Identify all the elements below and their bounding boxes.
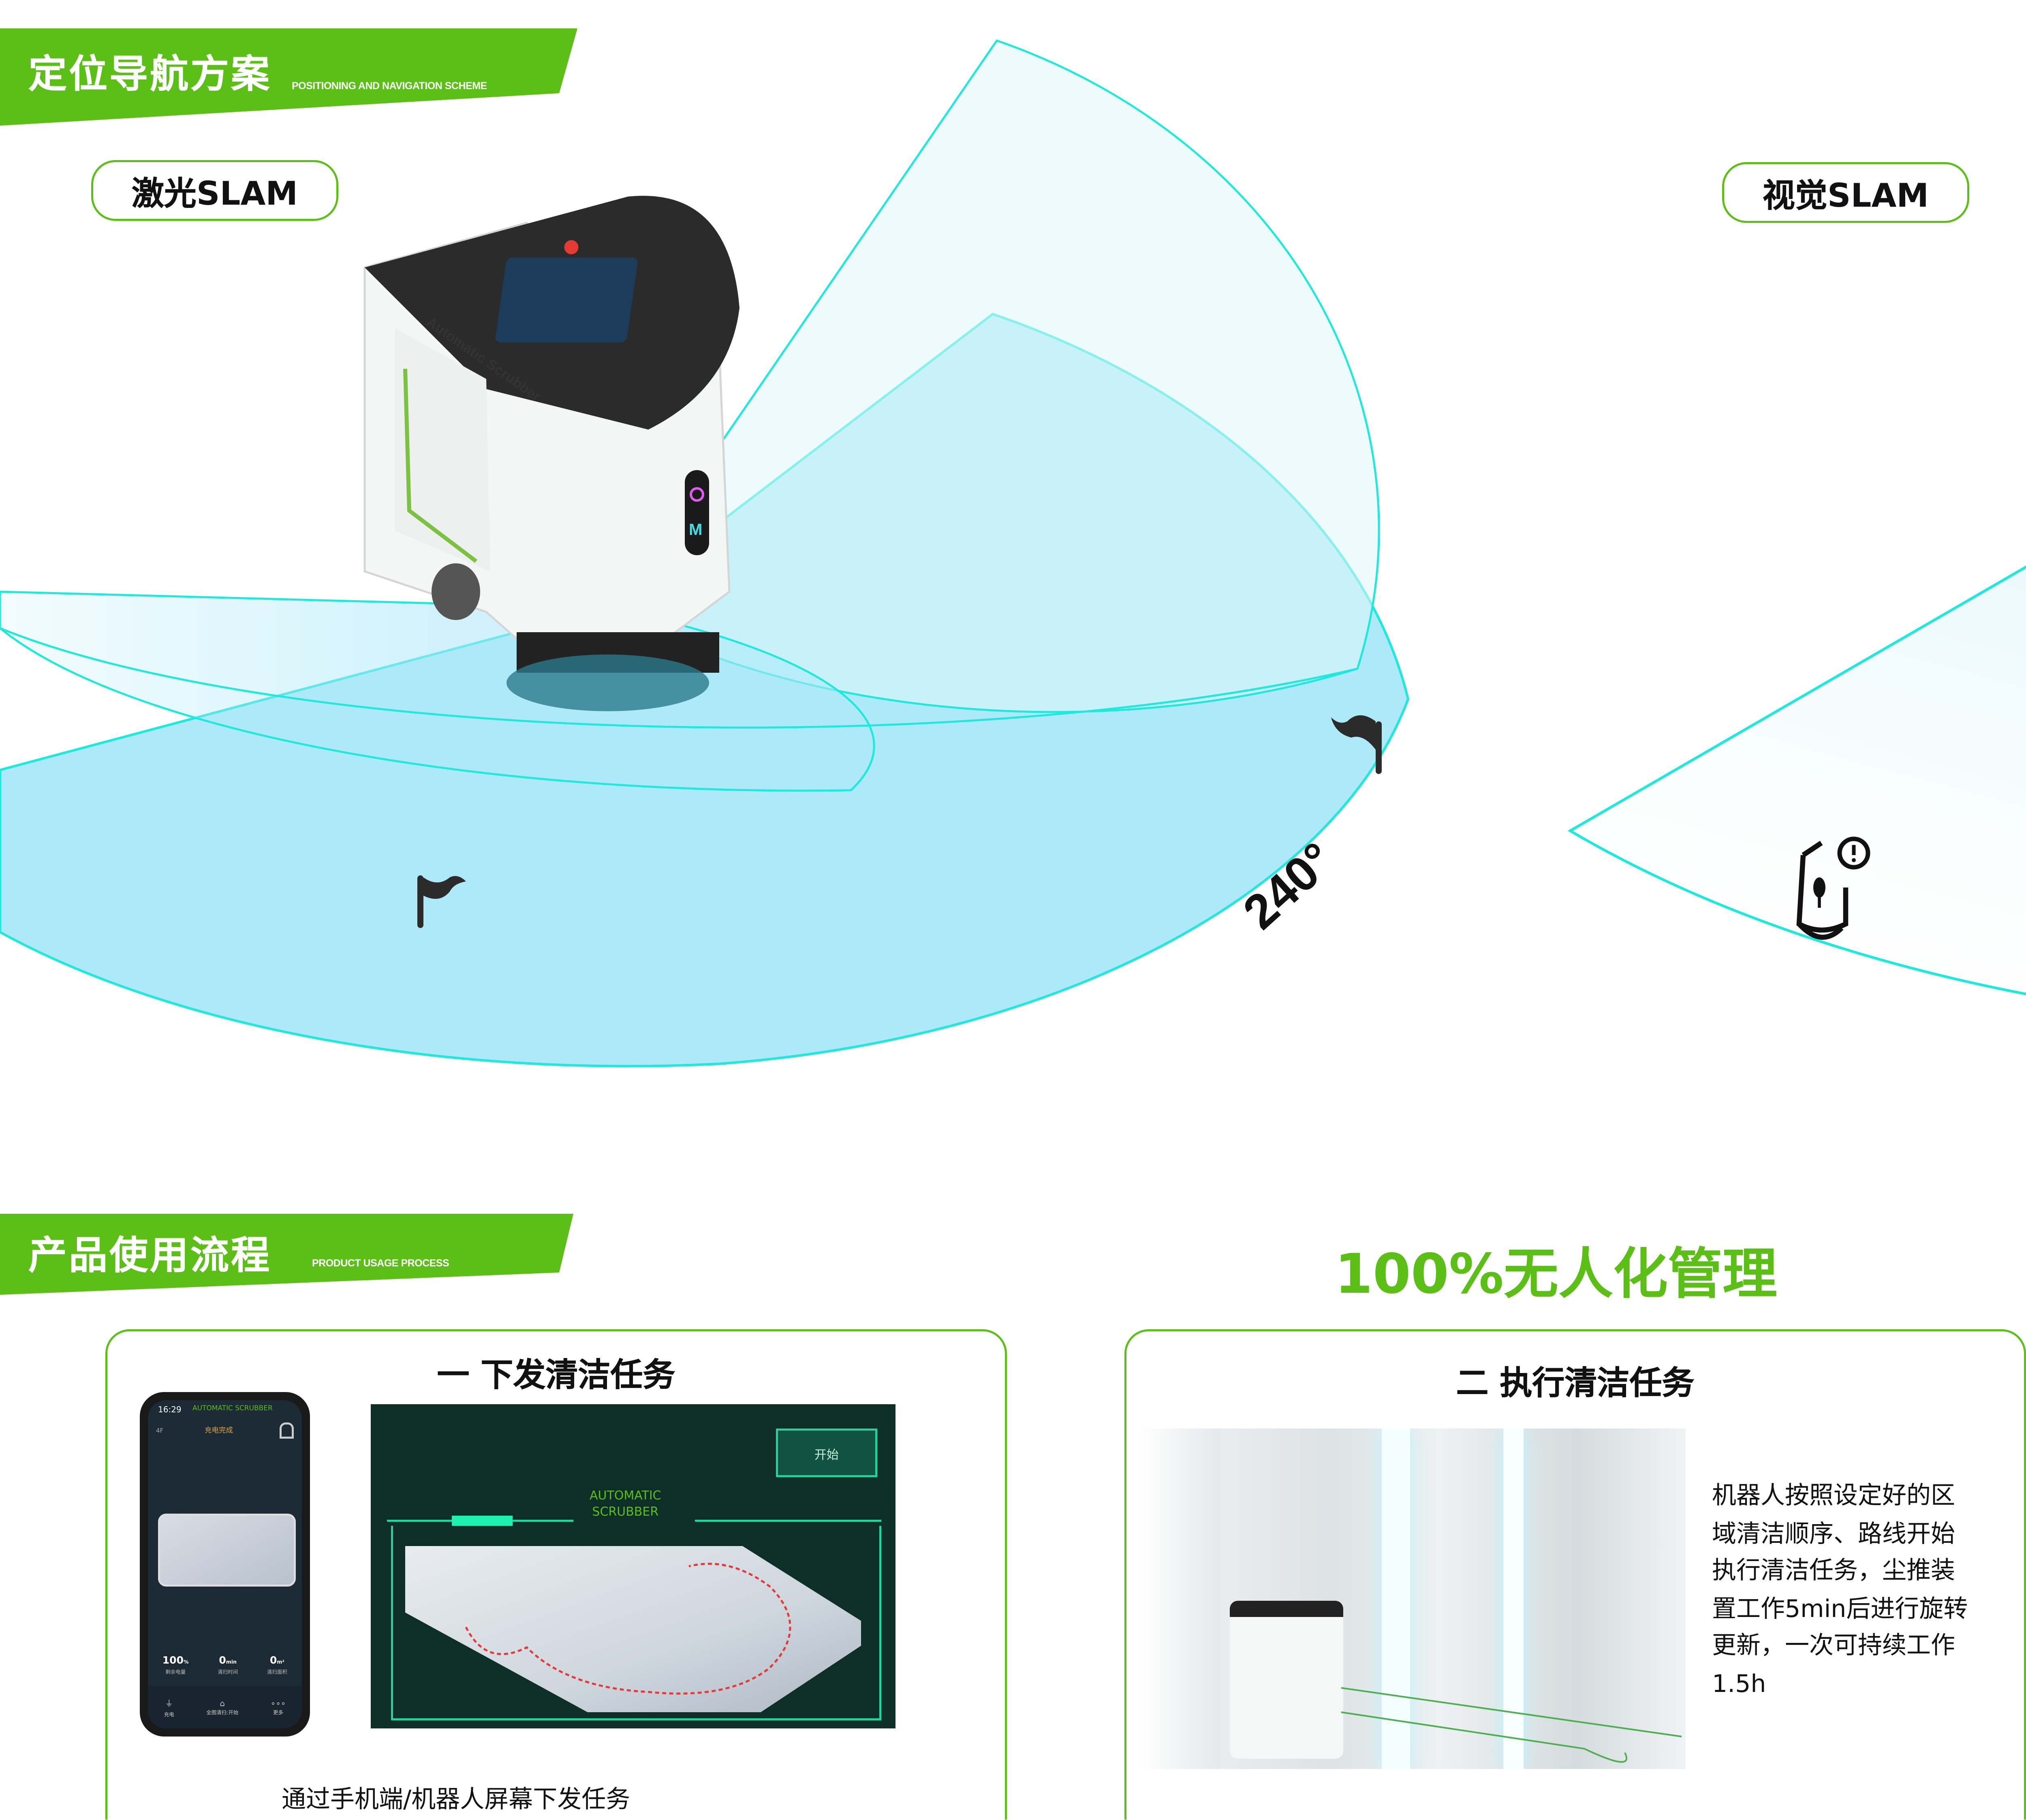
phone-time: 16:29	[158, 1404, 182, 1414]
light-panel	[1382, 1429, 1410, 1769]
step-card-1: 一 下发清洁任务 16:29 AUTOMATIC SCRUBBER 4F 充电完…	[105, 1329, 1007, 1820]
section-title-cn: 定位导航方案	[28, 53, 272, 97]
vision-slam-text: 视觉SLAM	[1762, 176, 1929, 215]
hud-line	[695, 1520, 881, 1522]
phone-mockup: 16:29 AUTOMATIC SCRUBBER 4F 充电完成 100% 剩余…	[140, 1392, 310, 1737]
robot-screen-ui: 开始 AUTOMATIC SCRUBBER	[371, 1404, 895, 1728]
section-banner-process: 产品使用流程 PRODUCT USAGE PROCESS	[0, 1214, 588, 1303]
vision-slam-label: 视觉SLAM	[1722, 162, 1969, 223]
vision-camera-cone	[1567, 565, 2026, 996]
phone-screen: 16:29 AUTOMATIC SCRUBBER 4F 充电完成 100% 剩余…	[148, 1400, 302, 1728]
hud-bar	[452, 1516, 513, 1526]
banner-shape	[0, 1214, 573, 1295]
obstacle-alert-icon	[1796, 836, 1870, 940]
nav-start-clean[interactable]: ⌂全图清扫:开始	[206, 1698, 239, 1716]
stat-area: 0m² 清扫面积	[267, 1655, 287, 1676]
more-icon: ∘∘∘	[270, 1698, 286, 1708]
step-title: 一 下发清洁任务	[437, 1356, 675, 1394]
hud-frame	[391, 1526, 881, 1720]
section-title-en: POSITIONING AND NAVIGATION SCHEME	[292, 81, 487, 93]
flag-icon	[417, 875, 466, 928]
light-panel	[1139, 1429, 1220, 1769]
phone-stats: 100% 剩余电量 0min 清扫时间 0m² 清扫面积	[148, 1655, 302, 1676]
cleaning-route	[465, 1563, 791, 1695]
laser-slam-text: 激光SLAM	[131, 174, 298, 213]
step-title: 二 执行清洁任务	[1456, 1364, 1695, 1402]
bell-icon[interactable]	[280, 1422, 294, 1439]
phone-map-thumbnail[interactable]	[158, 1514, 296, 1587]
step-card-2: 二 执行清洁任务 机器人按照设定好的区 域清洁顺序、路线开始 执行清洁任务，尘推…	[1124, 1329, 2026, 1820]
nav-more[interactable]: ∘∘∘更多	[270, 1698, 286, 1716]
start-button[interactable]: 开始	[776, 1429, 877, 1477]
stat-battery: 100% 剩余电量	[162, 1655, 189, 1676]
section-banner-positioning: 定位导航方案 POSITIONING AND NAVIGATION SCHEME	[0, 28, 588, 126]
headline-unmanned: 100%无人化管理	[1334, 1244, 1778, 1307]
robot-in-corridor	[1230, 1601, 1343, 1759]
banner-shape	[0, 28, 577, 126]
start-button-label: 开始	[814, 1448, 839, 1462]
flag-icon	[1331, 715, 1382, 774]
corridor-photo	[1139, 1429, 1686, 1769]
section-title-en: PRODUCT USAGE PROCESS	[312, 1258, 449, 1270]
phone-app-name: AUTOMATIC SCRUBBER	[192, 1404, 273, 1412]
laser-slam-label: 激光SLAM	[91, 160, 338, 221]
phone-nav-bar: ⏚充电 ⌂全图清扫:开始 ∘∘∘更多	[148, 1686, 302, 1728]
broom-icon: ⌂	[220, 1698, 225, 1708]
stat-time: 0min 清扫时间	[218, 1655, 238, 1676]
screen-brand: AUTOMATIC SCRUBBER	[590, 1489, 661, 1520]
guide-lines	[1341, 1687, 1682, 1763]
section-title-cn: 产品使用流程	[28, 1234, 272, 1279]
nav-charge[interactable]: ⏚充电	[164, 1697, 174, 1717]
phone-floor: 4F	[156, 1426, 164, 1435]
phone-status: 充电完成	[205, 1426, 233, 1435]
svg-text:M: M	[689, 521, 702, 539]
step-caption: 通过手机端/机器人屏幕下发任务	[282, 1785, 630, 1814]
plug-icon: ⏚	[165, 1697, 173, 1707]
step-description: 机器人按照设定好的区 域清洁顺序、路线开始 执行清洁任务，尘推装 置工作5min…	[1712, 1481, 1968, 1697]
laser-robot-illustration: M Automatic Scrubber	[363, 196, 739, 711]
